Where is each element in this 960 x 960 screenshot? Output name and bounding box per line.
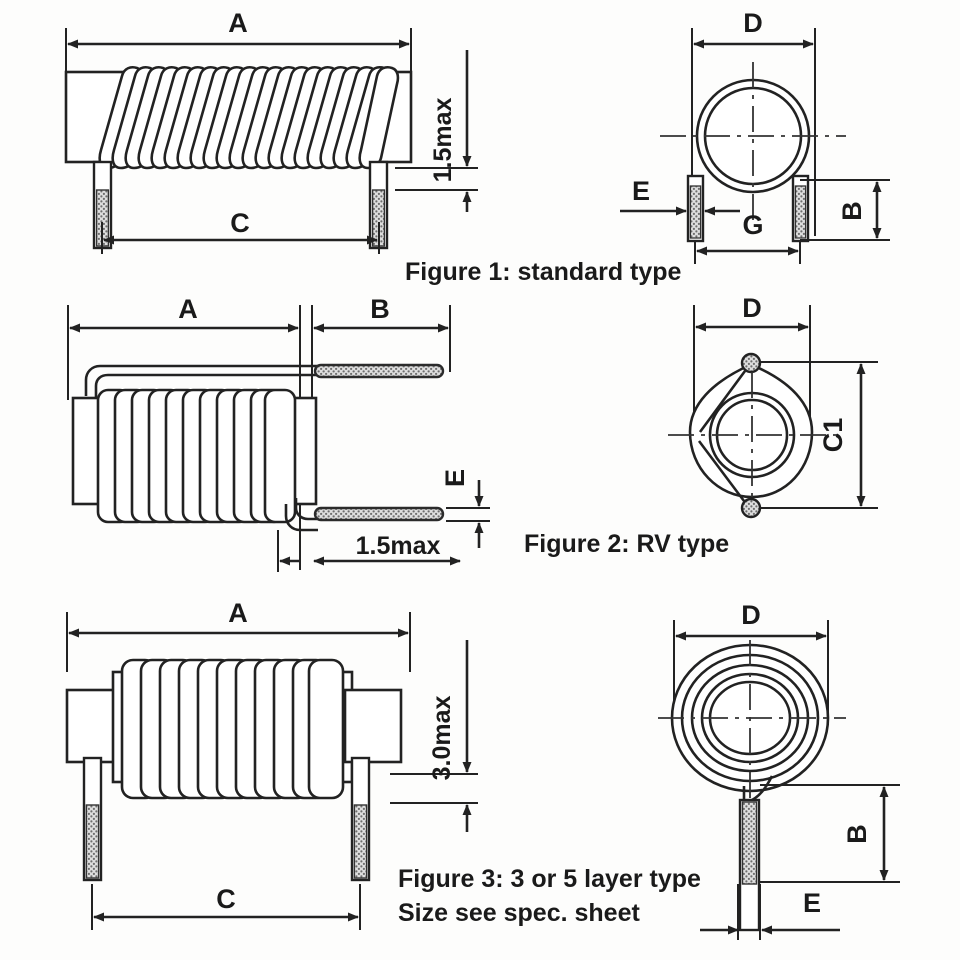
f3-exit-lead-tinned	[741, 801, 758, 885]
figure-3-end-view: D B E	[658, 600, 900, 940]
f3-core-right-tab	[343, 688, 403, 764]
rv-arm-lower-left	[697, 440, 746, 502]
dim-label-d-f1: D	[743, 8, 763, 38]
dim-label-e-f2: E	[440, 469, 470, 487]
dim-label-c: C	[230, 208, 250, 238]
dim-label-d-f2: D	[742, 293, 762, 323]
dim-label-b-f2: B	[370, 294, 390, 324]
figure-1-end-view: D E G B	[620, 8, 890, 264]
figure-3-caption-line-2: Size see spec. sheet	[398, 899, 640, 927]
figure-3-side-view: A	[65, 598, 478, 930]
figure-1-side-view: A	[64, 8, 478, 254]
end-view-lead-right	[791, 174, 810, 243]
dim-label-e-f3: E	[803, 888, 821, 918]
dim-label-c1: C1	[818, 418, 848, 453]
rv-lead-top-section	[740, 352, 762, 374]
figure-3-caption-line-1: Figure 3: 3 or 5 layer type	[398, 865, 701, 893]
rv-arm-upper-left	[698, 370, 747, 433]
dim-label-3-0max: 3.0max	[428, 696, 456, 781]
end-lead-right-tinned	[794, 185, 807, 239]
rv-top-lead-path	[84, 364, 318, 396]
f3-lead-left-tinned	[85, 804, 100, 879]
dim-label-1-5max-f2: 1.5max	[356, 532, 441, 560]
coil-winding-group	[98, 65, 400, 170]
dim-label-d-f3: D	[741, 600, 761, 630]
dim-label-b-f1: B	[837, 201, 867, 221]
rv-coil-turns	[96, 388, 297, 524]
figure-2-caption: Figure 2: RV type	[524, 530, 729, 558]
dim-label-1-5max: 1.5max	[429, 98, 457, 183]
figure-2-end-view: D C1	[668, 293, 878, 519]
f3-coil-turns	[120, 658, 345, 800]
figure-2-side-view: A B	[67, 294, 490, 572]
rv-bottom-lead-path	[284, 504, 318, 532]
f3-lead-right-tinned	[353, 804, 368, 879]
dim-label-e-f1: E	[632, 176, 650, 206]
end-view-lead-left	[686, 174, 705, 243]
dim-label-a: A	[228, 8, 248, 38]
f3-lead-right	[350, 756, 371, 882]
rv-top-lead-path-inner	[94, 373, 318, 404]
rv-lead-bottom-section	[740, 497, 762, 519]
dim-label-a-f2: A	[178, 294, 198, 324]
dim-label-c-f3: C	[216, 884, 236, 914]
rv-top-lead-tinned-rect	[313, 363, 445, 379]
dim-label-g-f1: G	[742, 210, 763, 240]
rv-bottom-lead-tinned-rect	[313, 506, 445, 522]
dim-label-b-f3: B	[842, 824, 872, 844]
figure-1-caption: Figure 1: standard type	[405, 258, 682, 286]
rv-top-lead-tinned	[313, 363, 445, 379]
dim-label-a-f3: A	[228, 598, 248, 628]
rv-bottom-lead-path-inner	[294, 498, 318, 521]
f3-lead-left	[82, 756, 103, 882]
end-lead-left-tinned	[689, 185, 702, 239]
